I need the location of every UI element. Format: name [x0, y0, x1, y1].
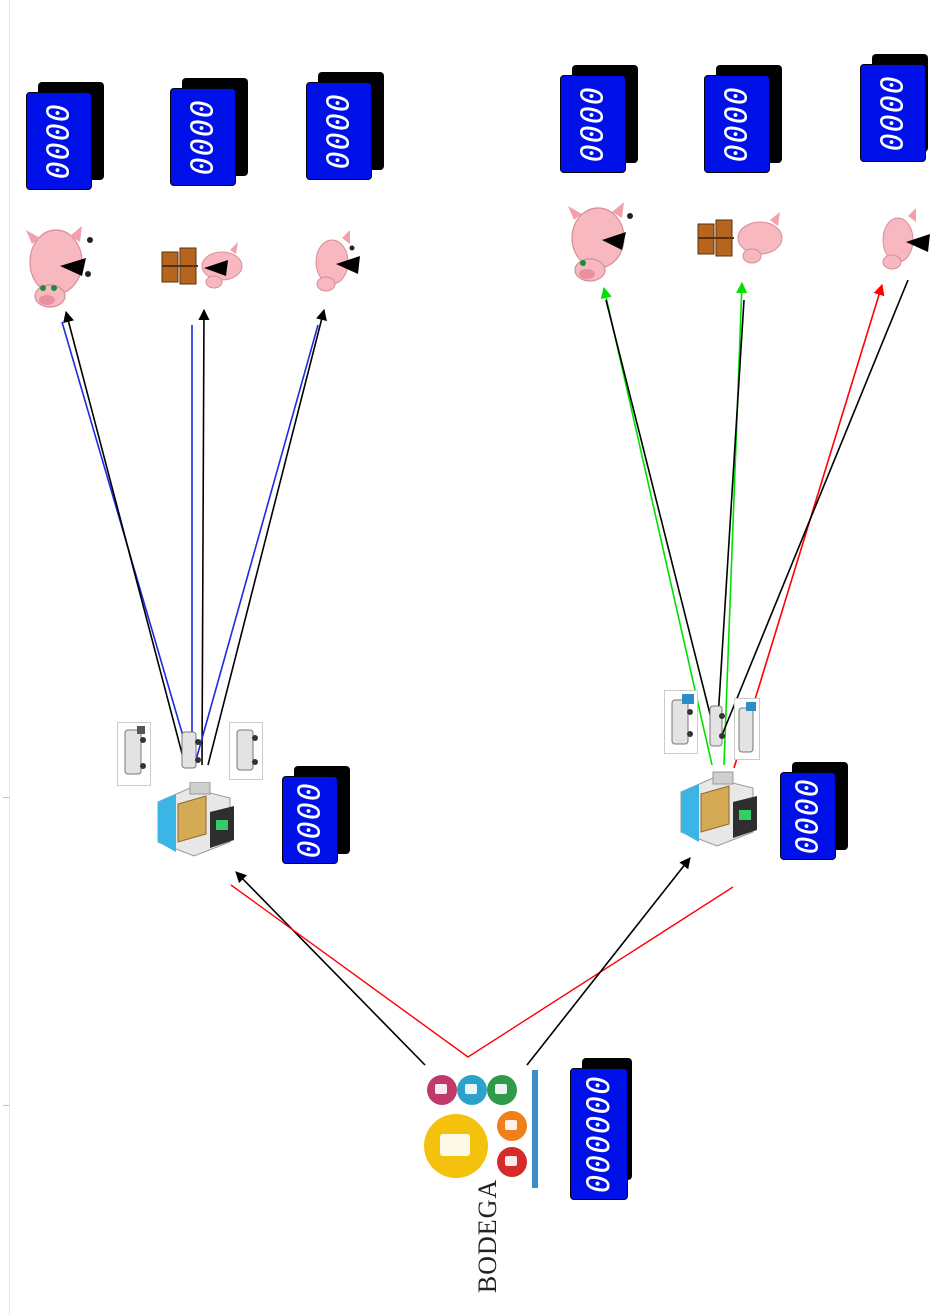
silo-truck-icon[interactable]	[229, 722, 263, 780]
feed-mill-icon[interactable]	[673, 770, 767, 850]
pig-sign-icon[interactable]	[158, 238, 250, 296]
small-pig-icon[interactable]	[306, 228, 362, 294]
line-black	[721, 279, 909, 736]
silo-truck-icon[interactable]	[117, 722, 151, 786]
counter-value: 000000	[581, 1075, 617, 1193]
feed-mill-icon[interactable]	[150, 782, 244, 858]
pig-icon[interactable]	[20, 222, 96, 310]
silo-truck-icon[interactable]	[734, 698, 760, 760]
counter-value: 0000	[41, 102, 77, 180]
warehouse-logo-icon[interactable]	[420, 1070, 542, 1190]
left-rule	[9, 0, 10, 1315]
arrow-green	[600, 286, 713, 766]
counter-value: 0000	[321, 92, 357, 170]
pen-counter: 0000	[560, 65, 638, 173]
silo-truck-icon[interactable]	[704, 702, 730, 752]
counter-value: 0000	[719, 85, 755, 163]
pig-icon[interactable]	[562, 200, 638, 286]
warehouse-counter: 000000	[570, 1058, 632, 1200]
line-red	[230, 884, 734, 1058]
pen-counter: 0000	[704, 65, 782, 173]
line-black	[605, 299, 715, 731]
rule-tick	[3, 797, 9, 798]
pen-counter: 0000	[306, 72, 384, 180]
counter-value: 0000	[185, 98, 221, 176]
line-blue	[195, 324, 319, 761]
counter-value: 0000	[292, 781, 328, 859]
pen-counter: 0000	[860, 54, 928, 162]
silo-truck-icon[interactable]	[664, 690, 698, 754]
pig-sign-icon[interactable]	[694, 208, 792, 270]
line-black	[716, 299, 745, 736]
pen-counter: 0000	[170, 78, 248, 186]
arrow-black	[207, 308, 327, 766]
mill-counter: 0000	[780, 762, 848, 860]
arrow-black	[63, 310, 186, 766]
arrow-green	[723, 281, 748, 766]
small-pig-icon[interactable]	[874, 206, 930, 272]
arrow-black	[526, 857, 691, 1066]
mill-counter: 0000	[282, 766, 350, 864]
rule-tick	[3, 1105, 9, 1106]
silo-truck-icon[interactable]	[176, 728, 206, 774]
counter-value: 0000	[790, 777, 826, 855]
counter-value: 0000	[575, 85, 611, 163]
arrow-black	[235, 871, 426, 1066]
arrow-black	[198, 308, 210, 766]
warehouse-label: BODEGA	[473, 1178, 502, 1294]
counter-value: 0000	[875, 74, 911, 152]
pen-counter: 0000	[26, 82, 104, 190]
